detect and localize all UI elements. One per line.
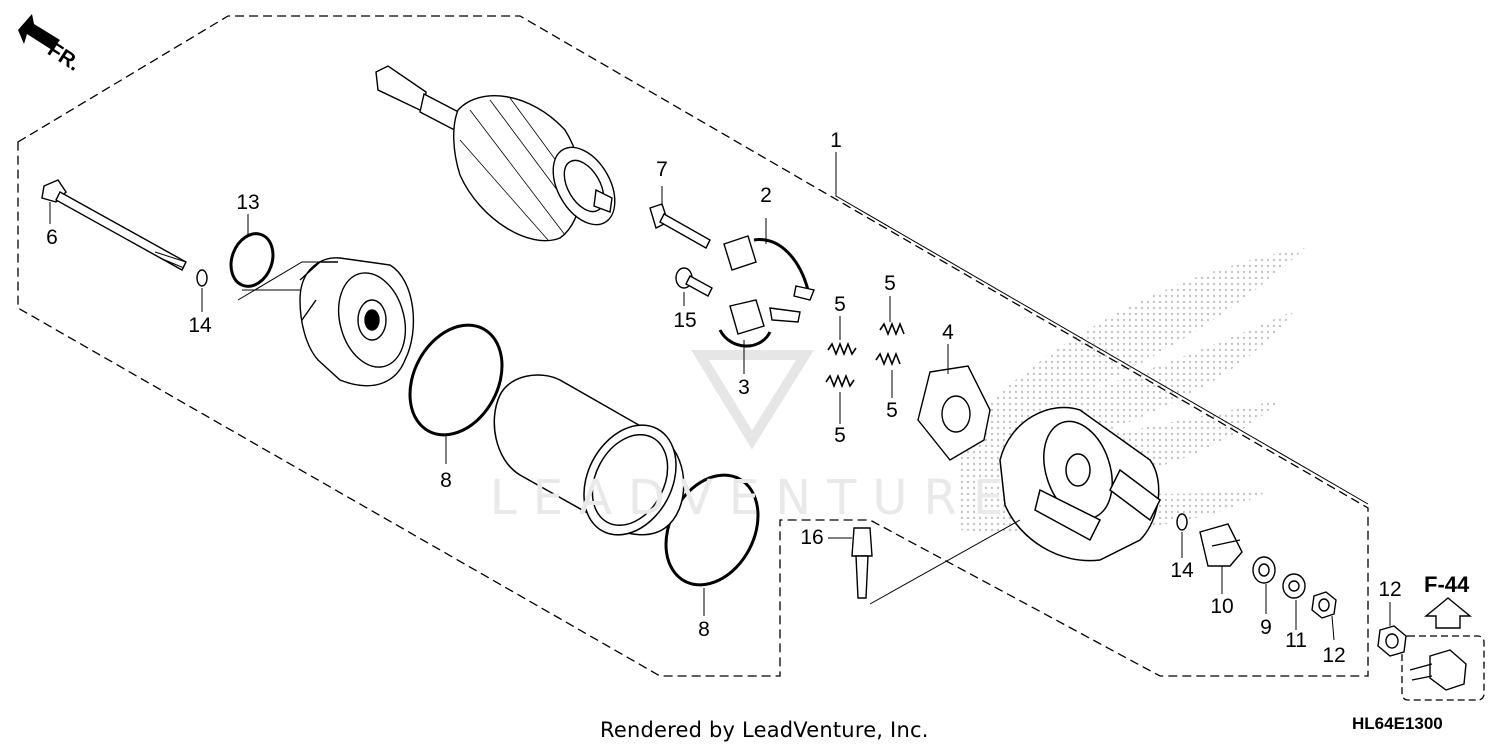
callout-5-top-left[interactable]: 5 [834,293,846,316]
springs-5 [825,321,905,389]
callout-13[interactable]: 13 [236,191,260,214]
rear-cover [999,406,1161,562]
callout-6[interactable]: 6 [46,226,58,249]
reference-label[interactable]: F-44 [1424,572,1470,597]
callout-8-right[interactable]: 8 [698,618,710,641]
leader-lines [49,152,1391,641]
reference-box [1401,635,1485,701]
callout-10[interactable]: 10 [1210,595,1234,618]
brush-2 [723,235,815,301]
screw-15 [675,267,713,297]
callout-7[interactable]: 7 [656,158,668,181]
o-ring-8-left [408,323,504,437]
callout-16[interactable]: 16 [800,526,824,549]
callout-2[interactable]: 2 [760,184,772,207]
washer-11 [1282,573,1306,599]
callout-3[interactable]: 3 [738,376,750,399]
brush-holder-4 [917,365,991,461]
callout-12-reference[interactable]: 12 [1378,578,1402,601]
callout-5-bottom-left[interactable]: 5 [834,424,846,447]
long-bolt-6 [41,179,187,271]
callout-5-top-right[interactable]: 5 [884,272,896,295]
callout-5-bottom-right[interactable]: 5 [886,399,898,422]
callout-14-left[interactable]: 14 [188,314,212,337]
washer-14-right [1176,513,1188,531]
nut-12-reference [1377,625,1467,691]
insulator-10 [1199,523,1243,567]
leadventure-emblem-watermark [691,350,815,450]
bolt-16 [851,527,873,599]
brush-3 [718,299,801,348]
armature [375,65,616,242]
callout-1[interactable]: 1 [830,129,842,152]
rendered-by-footer: Rendered by LeadVenture, Inc. [600,718,929,742]
watermark-text: LEADVENTURE [490,470,1020,526]
o-ring-13 [229,232,275,288]
callout-4[interactable]: 4 [942,321,954,344]
callout-8-left[interactable]: 8 [440,469,452,492]
reference-up-arrow [1424,597,1472,629]
washer-9 [1252,556,1276,584]
callout-14-right[interactable]: 14 [1170,559,1194,582]
front-cover [299,257,415,387]
callout-15[interactable]: 15 [673,309,697,332]
nut-12-assembly [1311,591,1337,619]
yoke-housing [493,374,685,536]
callout-9[interactable]: 9 [1260,616,1272,639]
callout-11[interactable]: 11 [1285,629,1307,652]
washer-14-left [196,269,208,287]
terminal-bolt-7 [649,203,711,249]
callout-12-nut[interactable]: 12 [1322,644,1346,667]
front-direction-arrow [18,14,60,50]
diagram-code: HL64E1300 [1352,714,1443,733]
